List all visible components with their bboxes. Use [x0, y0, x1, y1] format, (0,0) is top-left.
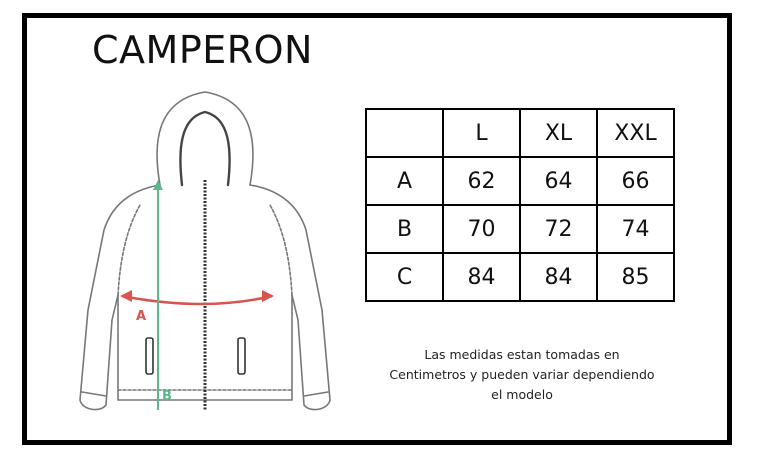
table-cell: 62 — [442, 156, 521, 206]
table-header-cell — [365, 108, 444, 158]
measurement-note: Las medidas estan tomadas en Centimetros… — [362, 345, 682, 405]
note-line: el modelo — [491, 387, 553, 402]
measure-a-line — [121, 294, 273, 306]
table-cell: 66 — [596, 156, 675, 206]
left-pocket — [145, 337, 154, 375]
right-pocket — [237, 337, 246, 375]
table-row: A 62 64 66 — [365, 156, 675, 206]
hood-opening — [179, 110, 231, 187]
table-cell: 85 — [596, 252, 675, 302]
measure-b-arrow-top — [153, 180, 163, 190]
table-cell: 70 — [442, 204, 521, 254]
measure-b-label: B — [162, 389, 172, 404]
hood-outline — [156, 91, 254, 186]
body-outline — [79, 184, 331, 411]
measure-a-arrow-right — [262, 290, 274, 302]
product-title: CAMPERON — [92, 28, 313, 72]
measure-a-label: A — [136, 309, 146, 324]
table-cell: 72 — [519, 204, 598, 254]
table-row: C 84 84 85 — [365, 252, 675, 302]
note-line: Las medidas estan tomadas en — [424, 347, 620, 362]
size-table: L XL XXL A 62 64 66 B 70 72 74 C 84 84 8… — [365, 108, 675, 302]
table-cell: 84 — [442, 252, 521, 302]
table-header-row: L XL XXL — [365, 108, 675, 158]
table-row-label: B — [365, 204, 444, 254]
table-cell: 84 — [519, 252, 598, 302]
note-line: Centimetros y pueden variar dependiendo — [389, 367, 655, 382]
table-cell: 64 — [519, 156, 598, 206]
table-header-cell: L — [442, 108, 521, 158]
table-cell: 74 — [596, 204, 675, 254]
table-row-label: C — [365, 252, 444, 302]
jacket-diagram: A B — [79, 91, 331, 411]
table-row: B 70 72 74 — [365, 204, 675, 254]
measure-a-arrow-left — [120, 290, 132, 302]
table-header-cell: XXL — [596, 108, 675, 158]
table-row-label: A — [365, 156, 444, 206]
table-header-cell: XL — [519, 108, 598, 158]
